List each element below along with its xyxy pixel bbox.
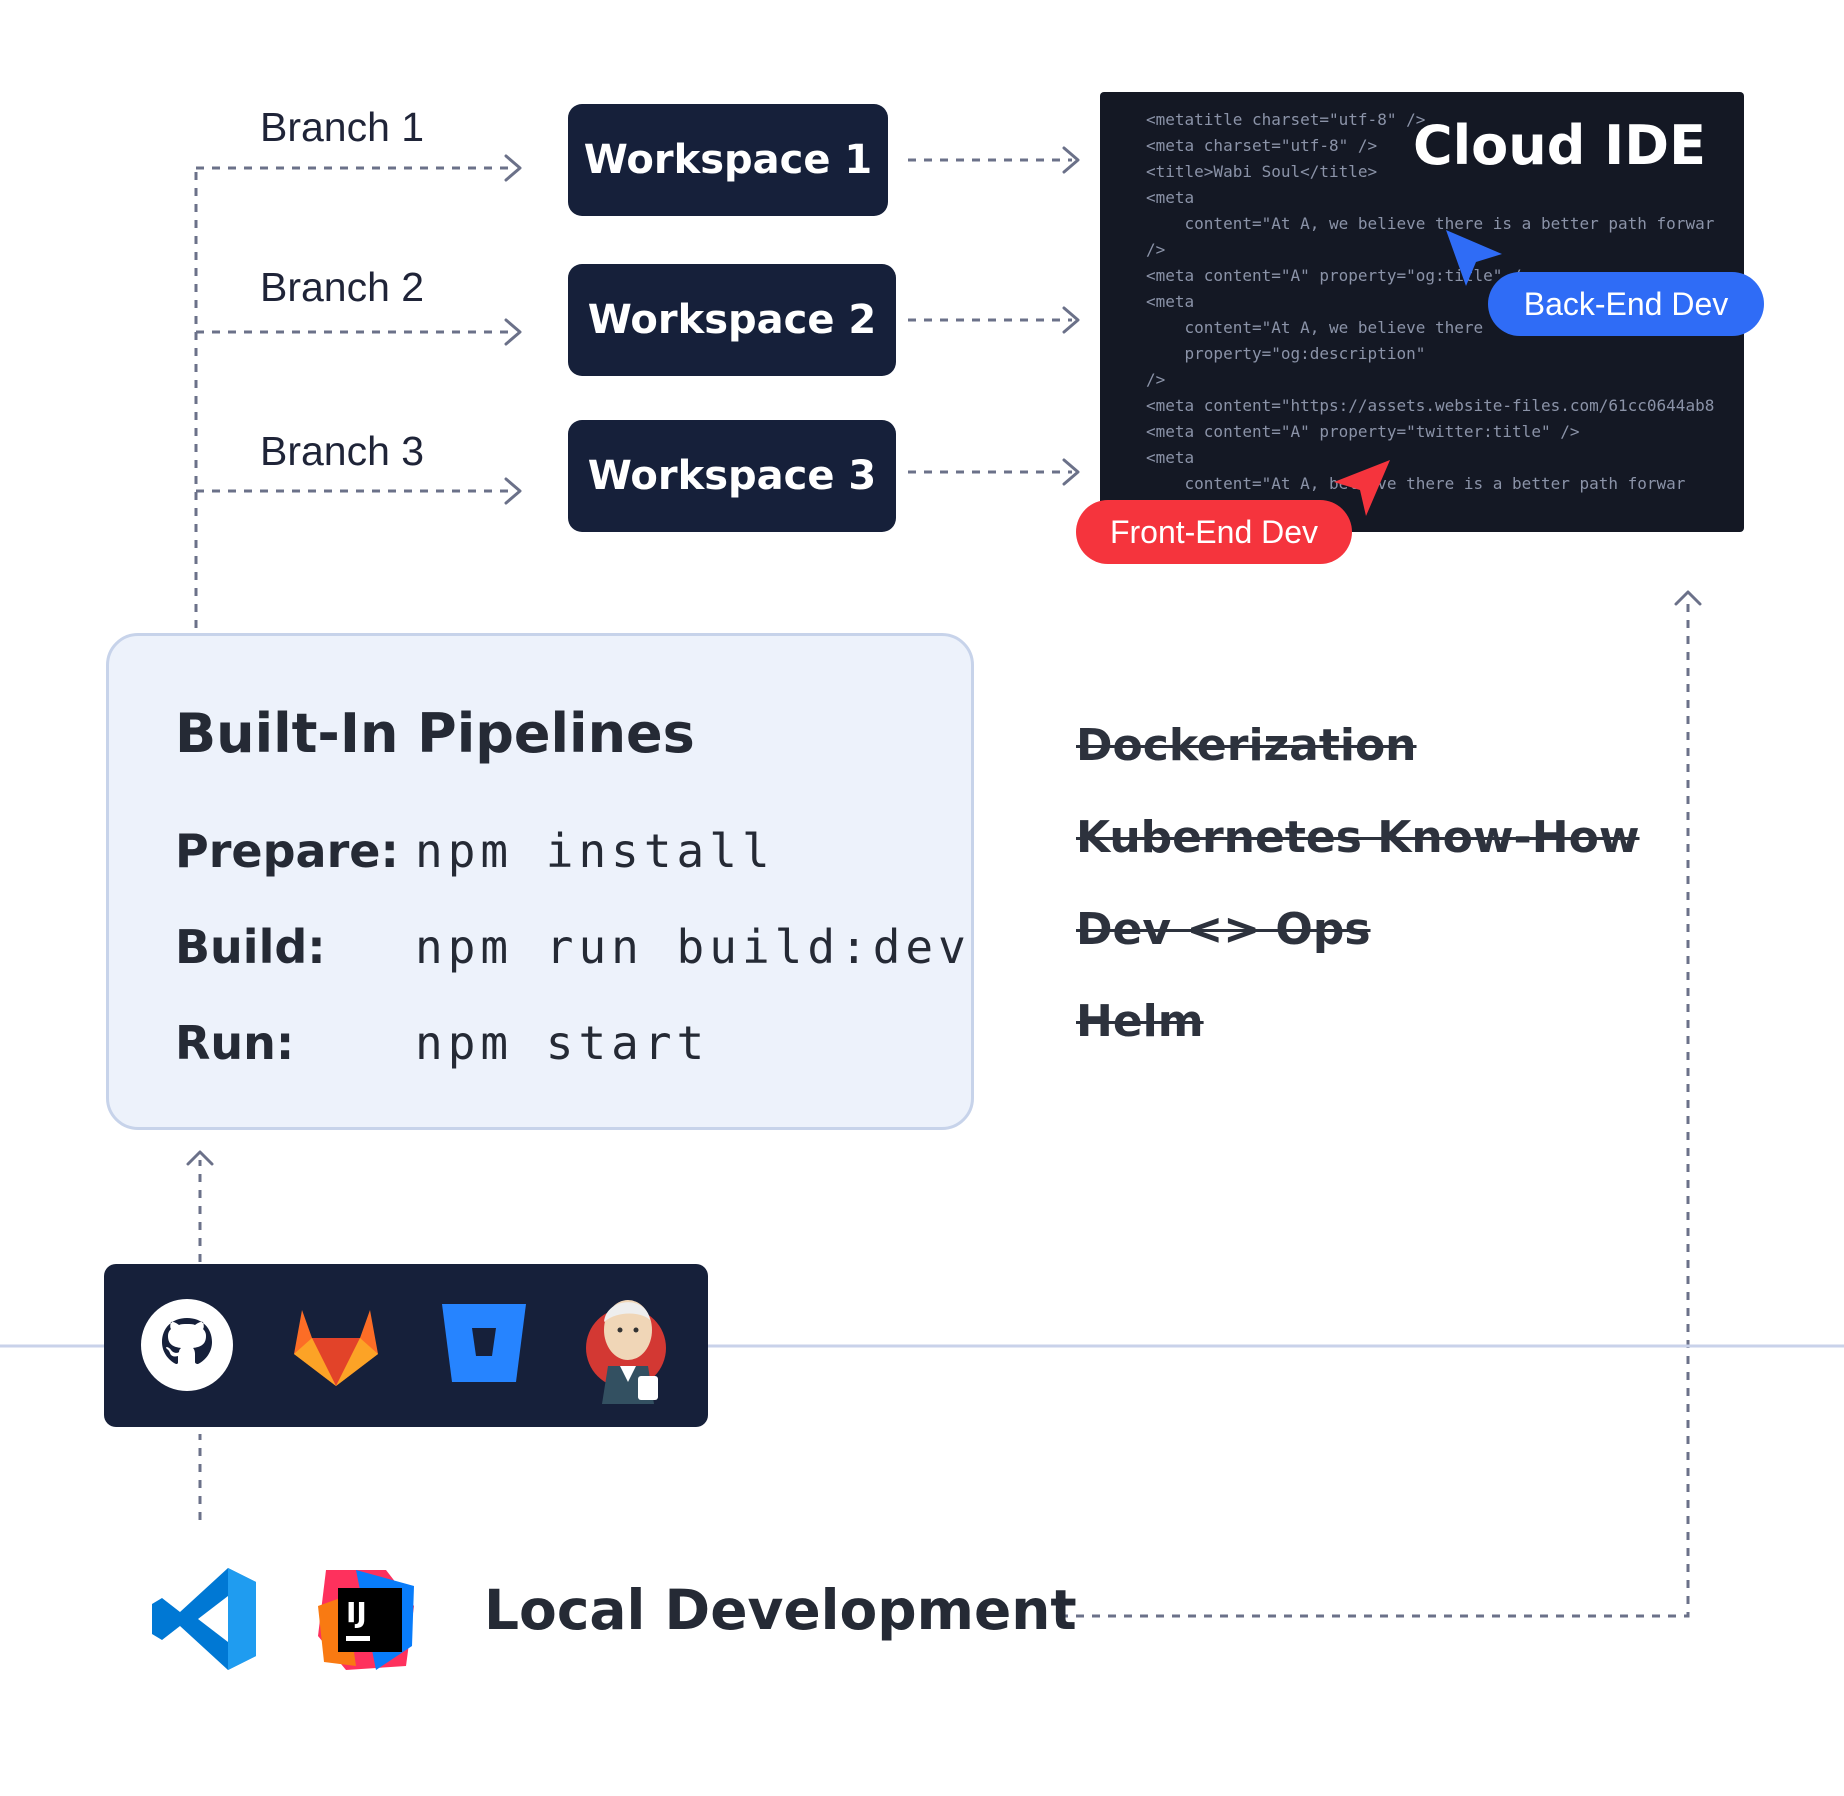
local-development-label: Local Development	[484, 1578, 1077, 1642]
run-command: npm start	[415, 1016, 710, 1070]
bitbucket-icon[interactable]	[440, 1302, 528, 1386]
jenkins-icon[interactable]	[584, 1286, 674, 1408]
build-command: npm run build:dev	[415, 920, 971, 974]
prepare-command: npm install	[415, 824, 775, 878]
workspace-2-box[interactable]: Workspace 2	[568, 264, 896, 376]
prepare-key: Prepare:	[175, 824, 399, 878]
build-key: Build:	[175, 920, 326, 974]
code-line: />	[1146, 240, 1166, 259]
code-line: content="At A, believe there is a better…	[1146, 474, 1686, 493]
branch-label-2: Branch 2	[260, 264, 425, 310]
code-line: <meta charset="utf-8" />	[1146, 136, 1378, 155]
workspace-3-box[interactable]: Workspace 3	[568, 420, 896, 532]
code-line: <title>Wabi Soul</title>	[1146, 162, 1378, 181]
code-line: <meta content="A" property="og:title" />	[1146, 266, 1532, 285]
pipelines-title: Built-In Pipelines	[175, 702, 695, 765]
cloud-ide-title: Cloud IDE	[1413, 114, 1706, 177]
code-line: />	[1146, 370, 1166, 389]
crossed-out-item: Dockerization	[1076, 720, 1417, 771]
integrations-bar	[104, 1264, 708, 1427]
code-line: <metatitle charset="utf-8" />	[1146, 110, 1426, 129]
crossed-out-item: Helm	[1076, 996, 1204, 1047]
crossed-out-item: Dev <> Ops	[1076, 904, 1371, 955]
run-key: Run:	[175, 1016, 295, 1070]
code-line: <meta	[1146, 292, 1195, 311]
front-end-cursor-icon	[1334, 460, 1390, 516]
code-line: <meta	[1146, 188, 1195, 207]
code-line: property="og:description"	[1146, 344, 1426, 363]
code-line: <meta	[1146, 448, 1195, 467]
back-end-cursor-icon	[1446, 230, 1502, 286]
code-line: content="At A, we believe there	[1146, 318, 1484, 337]
vscode-icon[interactable]	[150, 1566, 258, 1672]
branch-label-3: Branch 3	[260, 428, 425, 474]
code-line: content="At A, we believe there is a bet…	[1146, 214, 1715, 233]
crossed-out-item: Kubernetes Know-How	[1076, 812, 1640, 863]
built-in-pipelines-card: Built-In Pipelines Prepare: npm install …	[106, 633, 974, 1130]
workspace-1-box[interactable]: Workspace 1	[568, 104, 888, 216]
intellij-icon[interactable]: IJ	[316, 1566, 416, 1672]
code-line: <meta content="https://assets.website-fi…	[1146, 396, 1715, 415]
branch-label-1: Branch 1	[260, 104, 425, 150]
code-line: <meta content="A" property="twitter:titl…	[1146, 422, 1580, 441]
svg-text:IJ: IJ	[346, 1596, 367, 1629]
github-icon[interactable]	[140, 1298, 234, 1392]
gitlab-icon[interactable]	[290, 1302, 382, 1388]
front-end-dev-badge: Front-End Dev	[1076, 500, 1352, 564]
back-end-dev-badge: Back-End Dev	[1488, 272, 1764, 336]
